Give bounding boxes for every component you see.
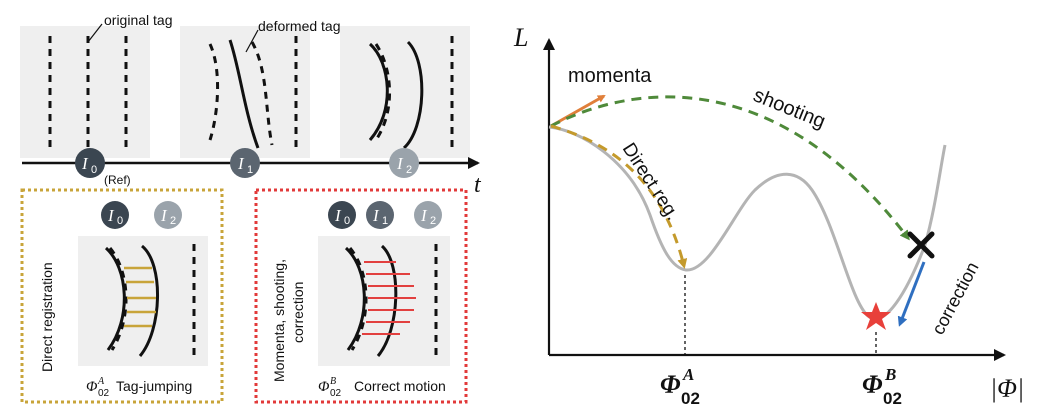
optimum-star [861, 302, 891, 330]
svg-text:2: 2 [170, 215, 176, 227]
callout-line-deformed [245, 29, 259, 53]
frame-i1 [180, 26, 310, 158]
svg-text:0: 0 [117, 215, 123, 227]
box-a-caption: Φ 02 A Tag-jumping [86, 376, 192, 399]
frame-i2 [340, 26, 470, 158]
svg-text:2: 2 [430, 215, 436, 227]
tick-a-label: Φ 02 A [660, 365, 700, 408]
loss-curve [548, 125, 947, 321]
svg-text:02: 02 [330, 388, 342, 399]
svg-text:I: I [420, 206, 428, 225]
box-a-image [78, 236, 208, 366]
box-a-circle-i2: I 2 [154, 201, 182, 229]
shooting-label: shooting [750, 84, 828, 133]
svg-text:1: 1 [247, 164, 253, 176]
box-a-circle-i0: I 0 [101, 201, 129, 229]
tags-frame-1 [208, 36, 298, 150]
box-momenta-shooting: Momenta, shooting, correction I 0 I 1 I … [254, 188, 468, 404]
svg-text:I: I [334, 206, 342, 225]
x-axis-label: |Φ| [990, 374, 1024, 403]
box-a-tags [104, 244, 196, 360]
direct-reg-label: Direct reg. [618, 139, 683, 224]
y-axis-label: L [513, 23, 528, 52]
box-b-caption: Φ 02 B Correct motion [318, 376, 446, 399]
svg-text:2: 2 [406, 164, 412, 176]
tick-b-label: Φ 02 B [862, 365, 902, 408]
shooting-arrow [550, 95, 910, 241]
svg-text:Correct motion: Correct motion [354, 378, 446, 394]
cross-mark [907, 231, 935, 259]
svg-text:I: I [237, 154, 245, 173]
svg-text:Φ: Φ [862, 370, 883, 399]
svg-text:02: 02 [681, 389, 700, 408]
tags-frame-0 [48, 36, 128, 150]
svg-text:B: B [884, 365, 896, 384]
direct-reg-arrow [550, 124, 688, 269]
svg-text:I: I [81, 154, 89, 173]
svg-text:Tag-jumping: Tag-jumping [116, 378, 192, 394]
loss-landscape: L |Φ| momenta shooting Direct reg. corre… [513, 23, 1024, 408]
momenta-label: momenta [568, 65, 652, 87]
svg-text:1: 1 [382, 215, 388, 227]
box-direct-registration: Direct registration I 0 I 2 Φ 02 [20, 188, 224, 404]
svg-text:I: I [160, 206, 168, 225]
timeline-circle-i1: I 1 [230, 148, 260, 178]
timeline-circle-i2: I 2 [389, 148, 419, 178]
tags-frame-2 [368, 36, 454, 150]
svg-text:Φ: Φ [318, 379, 330, 395]
svg-text:B: B [330, 376, 336, 387]
box-b-circle-i0: I 0 [328, 201, 356, 229]
svg-text:02: 02 [883, 389, 902, 408]
svg-text:Φ: Φ [660, 370, 681, 399]
box-b-side-label-2: correction [290, 282, 306, 343]
box-b-side-label-1: Momenta, shooting, [271, 259, 287, 382]
box-b-circle-i1: I 1 [366, 201, 394, 229]
svg-text:A: A [97, 376, 105, 387]
correction-label: correction [928, 259, 983, 338]
momenta-arrow [550, 94, 606, 128]
svg-text:I: I [372, 206, 380, 225]
box-b-links [362, 261, 416, 335]
box-b-circle-i2: I 2 [414, 201, 442, 229]
frame-i0 [20, 26, 150, 158]
timeline-panel: original tag deformed tag t I 0 (Ref) I … [20, 12, 482, 198]
svg-text:0: 0 [344, 215, 350, 227]
time-axis-label: t [474, 172, 482, 198]
timeline-circle-i0: I 0 [75, 148, 105, 178]
svg-text:I: I [396, 154, 404, 173]
correction-arrow [897, 261, 926, 327]
deformed-tag-label: deformed tag [258, 18, 341, 34]
ref-label: (Ref) [104, 173, 131, 187]
box-a-side-label: Direct registration [39, 262, 55, 372]
svg-text:Φ: Φ [86, 379, 98, 395]
box-a-links [124, 266, 156, 328]
svg-text:A: A [682, 365, 694, 384]
original-tag-label: original tag [104, 12, 173, 28]
svg-text:0: 0 [91, 164, 97, 176]
svg-text:I: I [107, 206, 115, 225]
callout-line-original [87, 23, 103, 43]
svg-text:02: 02 [98, 388, 110, 399]
